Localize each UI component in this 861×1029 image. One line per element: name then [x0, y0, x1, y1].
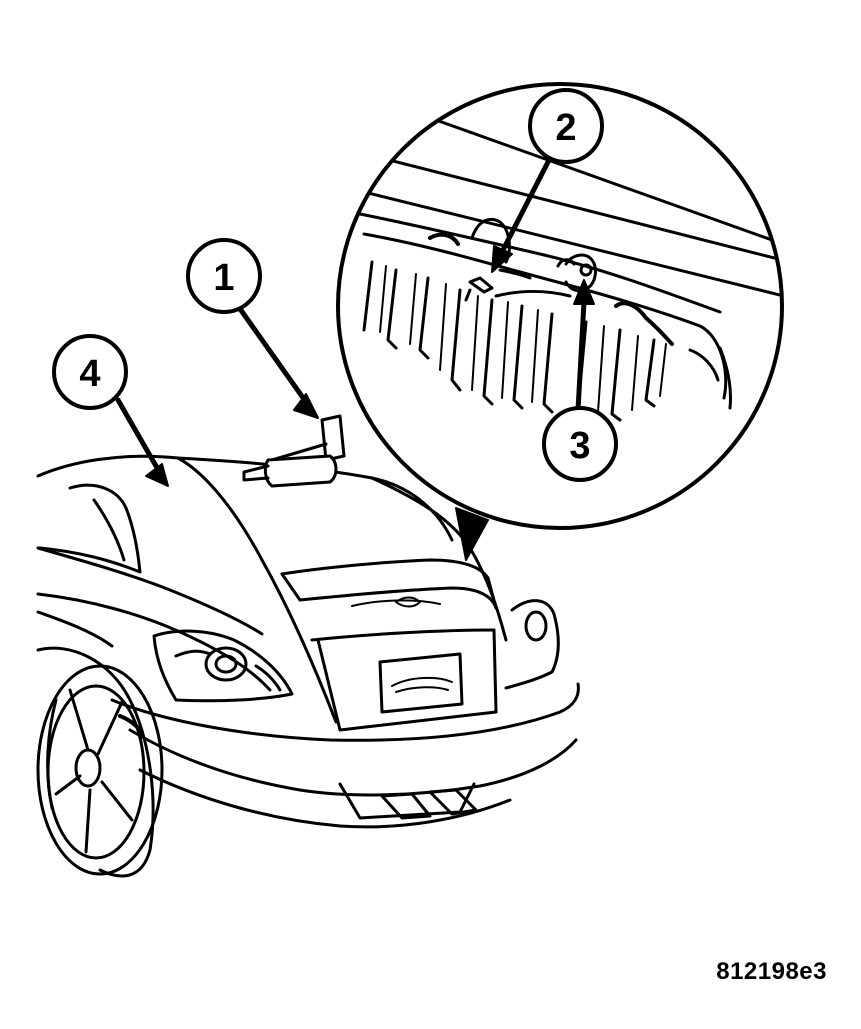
callout-4-number: 4 [79, 353, 100, 395]
license-plate [378, 652, 464, 714]
rear-bumper [110, 682, 580, 742]
callout-1: 1 [186, 238, 262, 314]
trunk-emblem [351, 599, 441, 607]
car-rear-view [36, 454, 580, 878]
rear-glass-edge [176, 456, 338, 724]
tail-panel [316, 628, 498, 732]
side-body [36, 546, 264, 636]
roof-line [36, 454, 454, 542]
exhaust-tips [380, 792, 432, 820]
callout-2: 2 [528, 88, 604, 164]
rear-wheel [36, 646, 164, 878]
side-marker [118, 714, 144, 736]
trunk-lid [280, 558, 490, 580]
callout-3: 3 [542, 406, 618, 482]
left-tail-light [152, 629, 294, 703]
callout-4: 4 [52, 334, 128, 410]
figure-id: 812198e3 [716, 958, 827, 985]
detail-circle-border [336, 82, 784, 530]
callout-leaders [115, 159, 595, 487]
callout-2-number: 2 [555, 107, 576, 149]
callout-3-number: 3 [569, 425, 590, 467]
leader-2 [499, 159, 551, 255]
leader-1 [235, 303, 309, 405]
detail-pointer [455, 507, 489, 561]
removal-tool [242, 414, 346, 488]
latch-hook [564, 253, 597, 293]
leader-4 [115, 397, 159, 469]
quarter-window [38, 483, 142, 574]
trunk-panel [280, 572, 302, 602]
leader-3 [575, 299, 587, 413]
callout-1-number: 1 [213, 257, 234, 299]
right-tail-light [504, 599, 560, 690]
